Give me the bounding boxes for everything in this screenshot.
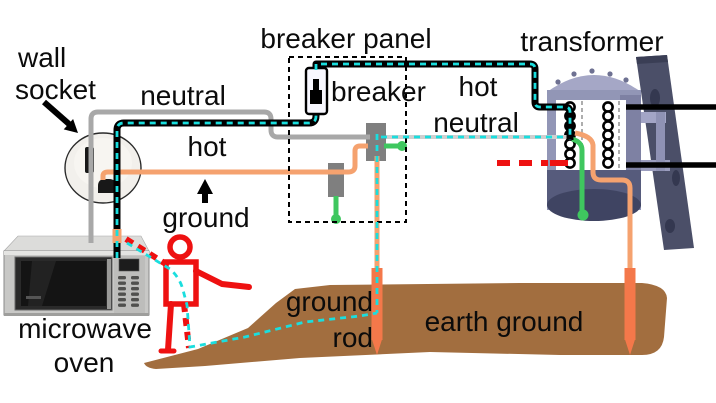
ground-bus-bar	[328, 163, 344, 197]
ground-rod-right	[624, 268, 636, 355]
person-arm-touching	[124, 236, 171, 269]
wall-socket-photo	[64, 132, 142, 204]
label-microwave: microwave	[18, 313, 152, 344]
microwave-buttons	[118, 276, 139, 307]
label-neutral-right: neutral	[433, 107, 519, 138]
transformer-ground-conductor	[574, 130, 633, 270]
bond-dot-transformer	[577, 209, 589, 221]
socket-ground-hole	[98, 179, 116, 193]
ground-wire	[100, 143, 368, 180]
label-ground-left: ground	[162, 202, 249, 233]
label-hot-right: hot	[459, 71, 498, 102]
person-torso	[163, 259, 199, 307]
label-neutral-left: neutral	[140, 80, 226, 111]
ground-arrow	[197, 179, 213, 203]
label-breaker-panel: breaker panel	[260, 23, 431, 54]
label-wall: wall	[17, 42, 66, 73]
microwave-display	[118, 258, 140, 272]
neutral-wire	[88, 109, 370, 243]
microwave-handle	[107, 259, 111, 309]
current-path-overlay	[115, 62, 572, 349]
breaker-panel-box	[288, 56, 407, 223]
winding-primary	[602, 101, 614, 169]
person-figure	[124, 234, 252, 354]
current-path-person	[126, 241, 378, 349]
label-ground-rod-1: ground	[286, 286, 373, 317]
person-head	[167, 234, 193, 260]
label-ground-rod-2: rod	[333, 322, 373, 353]
bond-dot-bus	[397, 141, 407, 151]
label-hot-left: hot	[188, 131, 227, 162]
microwave-photo	[3, 235, 150, 316]
person-arm-right	[193, 268, 252, 290]
label-breaker: breaker	[331, 76, 426, 107]
bond-wires	[331, 136, 589, 224]
breaker-icon	[304, 66, 329, 116]
earth-ground-shape	[144, 283, 667, 369]
label-socket: socket	[15, 74, 96, 105]
wall-socket-arrow	[42, 99, 78, 133]
microwave-logo	[26, 296, 41, 299]
label-earth-ground: earth ground	[425, 306, 584, 337]
label-oven: oven	[54, 347, 115, 378]
neutral-bus-bar	[366, 123, 386, 161]
person-leg-left	[165, 301, 174, 353]
label-transformer: transformer	[520, 26, 663, 57]
person-leg-right	[181, 303, 192, 349]
